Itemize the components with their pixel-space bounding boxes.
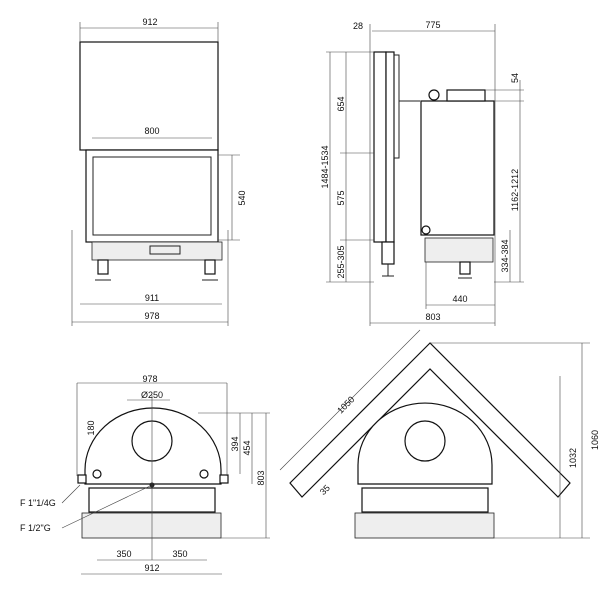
dim-front-width-top: 912 xyxy=(142,17,157,27)
dim-depth-inner: 1032 xyxy=(568,448,578,468)
label-drain-connection: F 1/2"G xyxy=(20,523,51,533)
dim-depth-outer: 1060 xyxy=(590,430,600,450)
dim-body-depth: 775 xyxy=(425,20,440,30)
dim-flue-offset: 180 xyxy=(86,420,96,435)
dim-door-width: 800 xyxy=(144,126,159,136)
dim-flue-height: 54 xyxy=(510,73,520,83)
dim-top-base-width: 912 xyxy=(144,563,159,573)
dim-upper-height: 654 xyxy=(336,96,346,111)
label-water-connection: F 1"1/4G xyxy=(20,498,56,508)
dim-top-overall-width: 978 xyxy=(142,374,157,384)
dim-left-spacing: 350 xyxy=(116,549,131,559)
dim-total-height: 1484-1534 xyxy=(320,145,330,188)
dim-door-height: 540 xyxy=(237,190,247,205)
dim-394: 394 xyxy=(230,436,240,451)
side-view: 28 775 54 654 1484-1534 575 1162-1212 25… xyxy=(320,20,524,326)
dim-frame-depth: 28 xyxy=(353,21,363,31)
front-view: 912 800 540 911 978 xyxy=(71,17,247,326)
dim-454: 454 xyxy=(242,440,252,455)
dim-flue-diameter: Ø250 xyxy=(141,390,163,400)
dim-body-height: 1162-1212 xyxy=(510,169,520,211)
dim-overall-depth: 803 xyxy=(425,312,440,322)
dim-overall-width: 978 xyxy=(144,311,159,321)
dim-leg-height-front: 255-305 xyxy=(336,245,346,278)
dim-leg-height-rear: 334-384 xyxy=(500,239,510,272)
top-view: 978 Ø250 180 394 454 803 F 1"1/4G F 1/2"… xyxy=(20,374,270,575)
dim-wall-length: 1050 xyxy=(335,394,356,415)
dim-door-height-side: 575 xyxy=(336,190,346,205)
dim-leg-spacing: 440 xyxy=(452,294,467,304)
dim-angle: 35 xyxy=(318,483,332,497)
dim-base-width: 911 xyxy=(145,293,159,303)
dim-right-spacing: 350 xyxy=(172,549,187,559)
corner-view: 1050 35 1032 1060 xyxy=(279,329,600,539)
dim-top-depth: 803 xyxy=(256,470,266,485)
